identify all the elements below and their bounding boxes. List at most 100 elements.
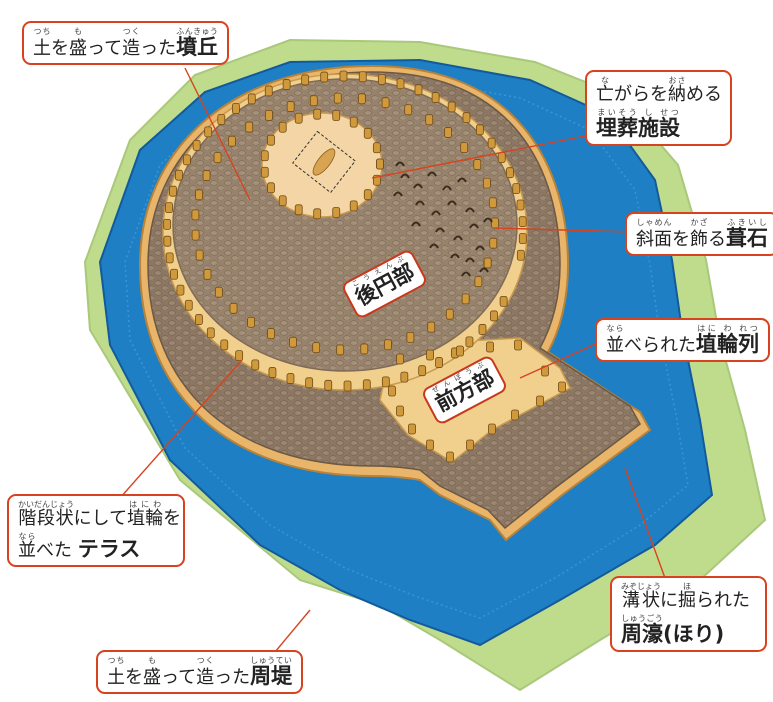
haniwa-cylinder [267,182,275,194]
haniwa-row-outer [163,70,527,392]
haniwa-cylinder [286,101,295,112]
label-part: 階段状かいだんじょう [18,500,74,529]
label-part: 施し [638,108,659,140]
haniwa-cylinder [514,339,522,351]
haniwa-cylinder [247,93,256,105]
haniwa-cylinder [163,218,172,230]
haniwa-cylinder [228,135,236,147]
leader-terrace [119,359,243,499]
haniwa-cylinder [169,185,177,197]
label-part: べられた [624,335,696,356]
label-part: める [686,84,722,105]
haniwa-cylinder [363,189,372,201]
fukiishi-stone [475,245,485,251]
haniwa-cylinder [363,127,372,139]
haniwa-cylinder [435,357,443,368]
callout-maiso-line2: 埋まい葬そう施し設せつ [596,108,721,139]
label-part: 土つち [107,656,125,688]
haniwa-cylinder [376,158,384,170]
label-part: った [214,667,251,688]
fukiishi-stone [483,217,493,223]
haniwa-cylinder [175,169,183,181]
haniwa-cylinder [176,284,185,296]
haniwa-cylinder [431,92,440,103]
haniwa-cylinder [165,252,174,264]
callout-terrace-line1: 階段状かいだんじょうにして埴輪はにわを [18,500,181,529]
haniwa-cylinder [447,101,456,113]
haniwa-cylinder [336,344,345,356]
haniwa-cylinder [426,439,434,451]
fukiishi-stone [442,185,452,191]
label-part: 飾かざ [690,218,708,250]
haniwa-cylinder [206,327,215,339]
haniwa-cylinder [184,299,193,311]
label-part: べた [36,540,78,561]
haniwa-cylinder [202,170,211,181]
haniwa-cylinder [260,150,269,162]
label-part: 亡な [596,76,614,105]
haniwa-cylinder [511,409,519,421]
haniwa-cylinder [214,286,223,298]
label-part: 造つく [122,27,141,59]
fukiishi-stone [461,271,471,277]
haniwa-cylinder [320,71,329,83]
haniwa-cylinder [286,373,295,384]
haniwa-cylinder [465,336,474,348]
haniwa-cylinder [267,328,275,340]
haniwa-cylinder [282,79,291,90]
haniwa-cylinder [499,295,508,307]
haniwa-cylinder [232,103,240,114]
haniwa-cylinder [406,331,415,343]
label-part: 埴はに [696,324,717,356]
haniwa-cylinder [461,293,470,305]
label-part: って [87,38,123,59]
haniwa-cylinder [536,395,544,407]
haniwa-cylinder [305,377,314,389]
haniwa-cylinder [460,142,469,153]
label-part: テラス [77,537,141,561]
haniwa-cylinder [488,423,496,435]
haniwa-cylinder [170,268,178,280]
haniwa-cylinder [358,71,367,83]
haniwa-cylinder [396,353,404,365]
haniwa-cylinder [163,235,172,247]
haniwa-cylinder [456,345,464,357]
haniwa-cylinder [313,108,322,120]
label-part: る [708,229,726,250]
leader-fungyu [184,67,251,201]
haniwa-cylinder [220,339,229,351]
haniwa-cylinder [294,204,303,216]
haniwa-cylinder [191,229,200,241]
haniwa-cylinder [309,95,318,107]
haniwa-cylinder [381,97,390,109]
haniwa-cylinder [332,207,341,218]
label-part: 墳丘ふんきゅう [176,27,219,59]
label-part: を [163,508,182,529]
haniwa-cylinder [289,336,297,348]
label-part: って [161,667,197,688]
fukiishi-stone [427,171,437,177]
haniwa-row-top [260,108,384,220]
fukiishi-stone [469,223,479,229]
haniwa-cylinder [360,343,369,355]
haniwa-cylinder [245,121,254,133]
haniwa-cylinder [486,341,494,353]
callout-fukiishi-line1: 斜面しゃめんを飾かざる葺石ふきいし [636,218,768,249]
haniwa-cylinder [377,73,386,85]
label-part: を [51,38,69,59]
haniwa-cylinder [268,367,277,378]
label-part: られた [696,590,750,611]
label-part: った [140,38,177,59]
fukiishi-stone [431,210,441,216]
haniwa-cylinder [490,310,498,322]
haniwa-cylinder [362,379,371,391]
haniwa-cylinder [235,350,244,362]
haniwa-cylinder [324,379,333,391]
label-part: 土つち [33,27,51,59]
callout-fungyu: 土つちを盛もって造つくった墳丘ふんきゅう [22,21,230,65]
haniwa-cylinder [332,110,341,121]
haniwa-cylinder [191,209,200,221]
label-part: 輪わ [717,324,738,356]
fukiishi-stone [429,243,439,249]
